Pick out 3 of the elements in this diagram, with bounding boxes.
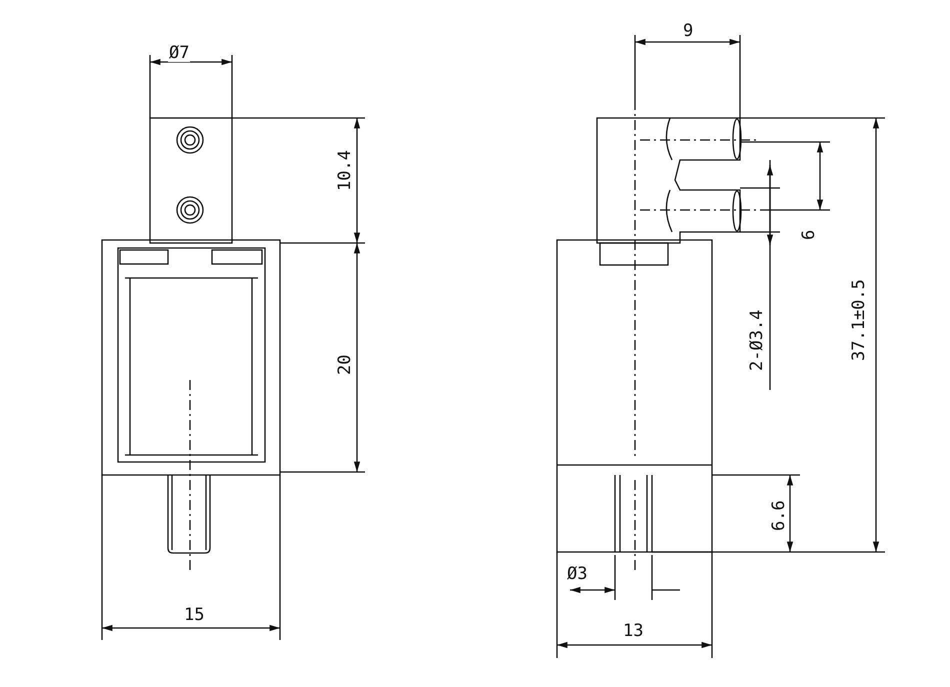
dimension-label: Ø7 <box>168 44 190 62</box>
dimension-label: 2-Ø3.4 <box>748 308 766 372</box>
dimension-label: Ø3 <box>566 565 588 583</box>
